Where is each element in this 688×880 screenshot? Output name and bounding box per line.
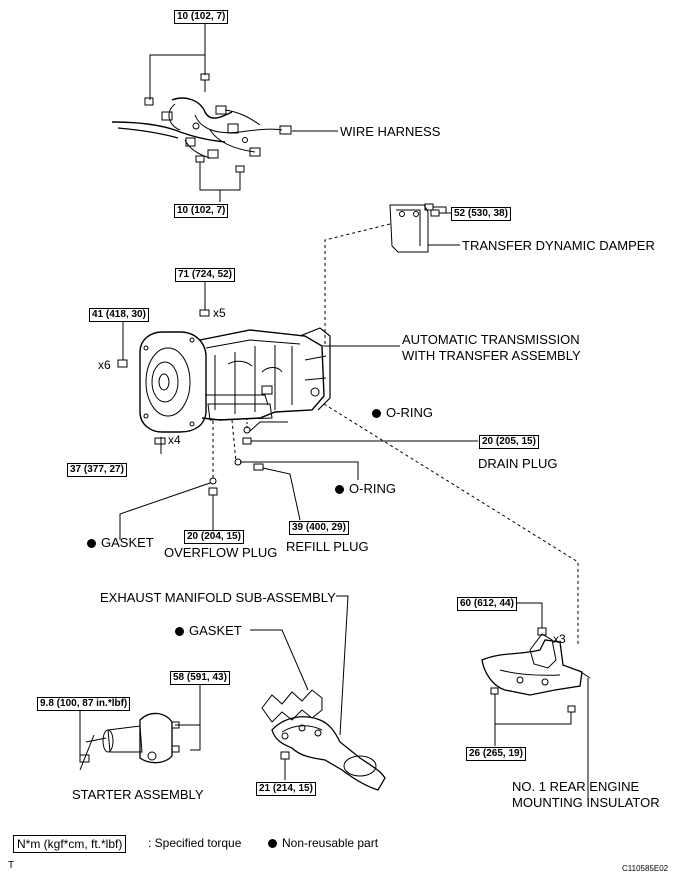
torque-wire-harness-bottom: 10 (102, 7) — [174, 204, 229, 218]
label-wire-harness: WIRE HARNESS — [340, 124, 441, 139]
label-drain-plug: DRAIN PLUG — [478, 456, 558, 471]
non-reusable-dot-icon — [268, 839, 277, 848]
legend-torque-unit: N*m (kgf*cm, ft.*lbf) — [13, 835, 127, 853]
label-refill-plug: REFILL PLUG — [286, 539, 369, 554]
non-reusable-dot-icon — [87, 539, 96, 548]
label-overflow-plug: OVERFLOW PLUG — [164, 545, 278, 560]
label-oring-refill: O-RING — [335, 481, 396, 496]
torque-41: 41 (418, 30) — [89, 308, 149, 322]
torque-overflow-plug: 20 (204, 15) — [184, 530, 244, 544]
label-insulator-line1: NO. 1 REAR ENGINE — [512, 779, 640, 794]
torque-drain-plug: 20 (205, 15) — [479, 435, 539, 449]
starter-part — [79, 684, 201, 771]
torque-58: 58 (591, 43) — [170, 671, 230, 685]
torque-71: 71 (724, 52) — [175, 268, 235, 282]
transfer-damper-part — [324, 203, 460, 346]
torque-damper: 52 (530, 38) — [451, 207, 511, 221]
transmission-part — [117, 280, 579, 645]
count-x6: x6 — [98, 358, 111, 372]
count-x5: x5 — [213, 306, 226, 320]
count-x3: x3 — [553, 632, 566, 646]
label-starter: STARTER ASSEMBLY — [72, 787, 204, 802]
wire-harness-part — [111, 22, 338, 202]
label-gasket-manifold: GASKET — [175, 623, 242, 638]
count-x4: x4 — [168, 433, 181, 447]
non-reusable-dot-icon — [335, 485, 344, 494]
legend-specified-torque: : Specified torque — [148, 836, 242, 850]
non-reusable-dot-icon — [372, 409, 381, 418]
label-at-line2: WITH TRANSFER ASSEMBLY — [402, 348, 581, 363]
figure-code: C110585E02 — [622, 864, 669, 873]
insulator-part — [481, 602, 591, 800]
torque-26: 26 (265, 19) — [466, 747, 526, 761]
non-reusable-dot-icon — [175, 627, 184, 636]
torque-37: 37 (377, 27) — [67, 463, 127, 477]
exhaust-manifold-part — [250, 595, 386, 791]
torque-wire-harness-top: 10 (102, 7) — [174, 10, 229, 24]
torque-refill-plug: 39 (400, 29) — [289, 521, 349, 535]
torque-21: 21 (214, 15) — [256, 782, 316, 796]
label-oring-drain: O-RING — [372, 405, 433, 420]
label-exhaust-manifold: EXHAUST MANIFOLD SUB-ASSEMBLY — [100, 590, 336, 605]
label-gasket-overflow: GASKET — [87, 535, 154, 550]
legend-non-reusable: Non-reusable part — [268, 836, 378, 851]
torque-9-8: 9.8 (100, 87 in.*lbf) — [37, 697, 131, 711]
label-at-line1: AUTOMATIC TRANSMISSION — [402, 332, 580, 347]
label-insulator-line2: MOUNTING INSULATOR — [512, 795, 660, 810]
footer-t: T — [8, 860, 15, 871]
torque-60: 60 (612, 44) — [457, 597, 517, 611]
label-transfer-damper: TRANSFER DYNAMIC DAMPER — [462, 238, 655, 253]
